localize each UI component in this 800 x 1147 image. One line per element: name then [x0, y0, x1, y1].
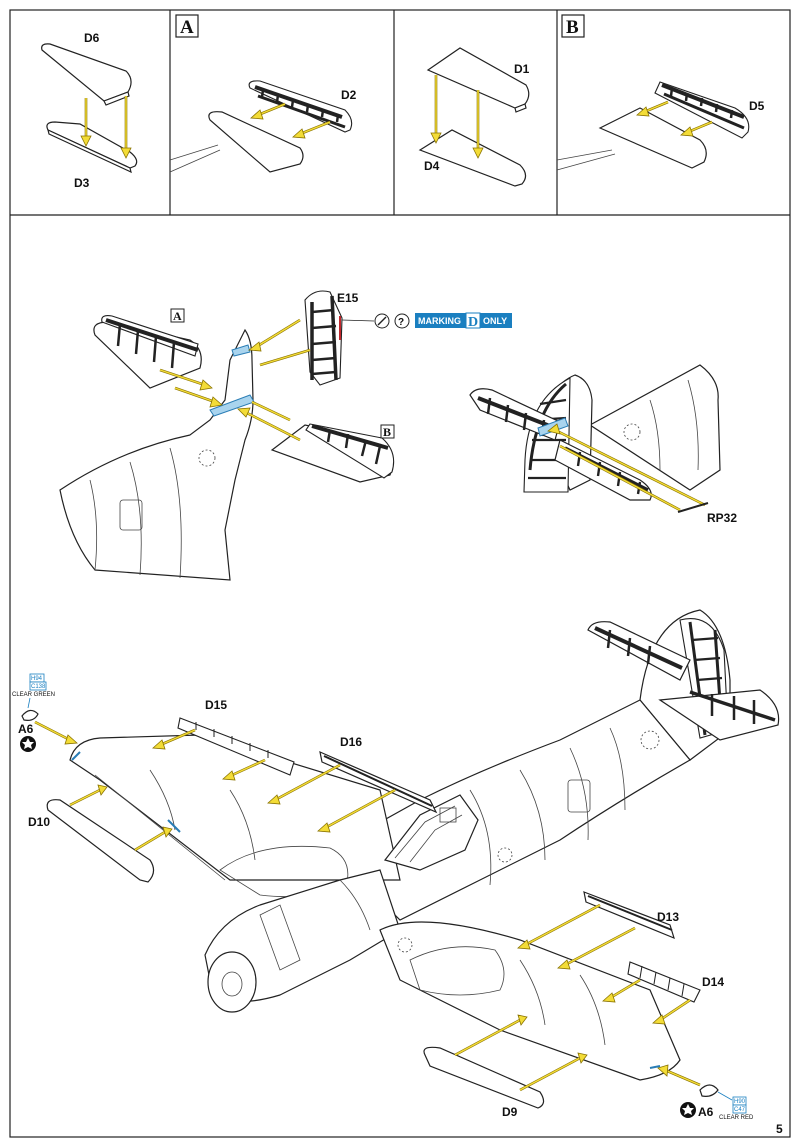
svg-text:C47: C47	[734, 1107, 746, 1113]
main-aircraft-view: D15 D16 D10 D13 D14 D9 H94 C138 CLEAR GR…	[12, 609, 780, 1121]
page-frame	[9, 9, 791, 1138]
panel-a-label: A	[180, 17, 194, 38]
part-d14-etch	[627, 961, 701, 1003]
svg-text:D: D	[468, 315, 478, 330]
svg-text:MARKING: MARKING	[418, 316, 461, 326]
part-d6-shape	[41, 43, 132, 102]
label-d15: D15	[205, 698, 227, 712]
d6-d3-subassembly: D6 D3	[41, 31, 138, 190]
label-d16: D16	[340, 735, 362, 749]
svg-text:H94: H94	[31, 676, 43, 682]
optional-question-icon	[394, 313, 410, 329]
left-light-lens	[21, 709, 39, 721]
part-d10-shape	[46, 799, 155, 883]
svg-text:?: ?	[398, 317, 404, 328]
left-elevator-etch	[101, 315, 199, 369]
page-number: 5	[776, 1122, 783, 1136]
d1-d4-subassembly: D1 D4	[418, 47, 530, 187]
panel-a: A D2	[169, 14, 357, 173]
main-right-stab	[658, 689, 780, 741]
right-light-lens	[699, 1084, 719, 1097]
label-d2: D2	[341, 88, 357, 102]
label-d14: D14	[702, 975, 724, 989]
label-e15: E15	[337, 291, 359, 305]
rod-rp32	[677, 502, 709, 513]
stabilizer-b	[598, 107, 707, 169]
panel-a-label-box	[175, 14, 199, 38]
svg-text:H90: H90	[734, 1099, 746, 1105]
svg-text:CLEAR GREEN: CLEAR GREEN	[12, 692, 55, 698]
marker-b: B	[383, 425, 391, 439]
label-a6-left: A6	[18, 722, 34, 736]
tail-rear-view: RP32	[469, 364, 737, 525]
part-d5-elevator	[654, 81, 750, 139]
label-d9: D9	[502, 1105, 518, 1119]
marking-d-only-badge: MARKING D ONLY	[415, 312, 512, 330]
spinner	[207, 951, 257, 1013]
left-wing	[69, 734, 401, 881]
part-d9-shape	[423, 1046, 545, 1109]
panel-b-label-box	[561, 14, 585, 38]
panel-b-label: B	[566, 17, 579, 38]
label-d1: D1	[514, 62, 530, 76]
svg-text:CLEAR RED: CLEAR RED	[719, 1115, 754, 1121]
svg-text:C138: C138	[31, 684, 46, 690]
part-e15-rudder	[304, 290, 343, 386]
label-rp32: RP32	[707, 511, 737, 525]
marker-a: A	[173, 309, 182, 323]
label-d10: D10	[28, 815, 50, 829]
marker-b-box	[380, 424, 395, 439]
label-a6-right: A6	[698, 1105, 714, 1119]
right-wing	[379, 921, 681, 1081]
part-d4-shape	[418, 129, 527, 187]
tail-assembly-view: A B E15 ? MARKING D ONLY	[59, 290, 512, 581]
right-light-callout: A6 H90 C47 CLEAR RED	[680, 1091, 754, 1121]
svg-text:ONLY: ONLY	[483, 316, 507, 326]
marker-a-box	[170, 308, 185, 323]
label-d13: D13	[657, 910, 679, 924]
right-elevator-etch	[305, 423, 395, 479]
fuselage-tail	[59, 328, 254, 581]
part-d2-elevator	[248, 80, 353, 133]
rear-fuselage	[588, 364, 721, 491]
label-d5: D5	[749, 99, 765, 113]
label-d4: D4	[424, 159, 440, 173]
label-d6: D6	[84, 31, 100, 45]
assembly-arrows-main	[34, 720, 701, 1092]
part-d3-shape	[46, 121, 138, 169]
stabilizer-a	[208, 111, 304, 173]
label-d3: D3	[74, 176, 90, 190]
panel-b: B D5	[556, 14, 765, 171]
left-light-callout: H94 C138 CLEAR GREEN A6	[12, 673, 55, 752]
cockpit	[383, 794, 479, 871]
